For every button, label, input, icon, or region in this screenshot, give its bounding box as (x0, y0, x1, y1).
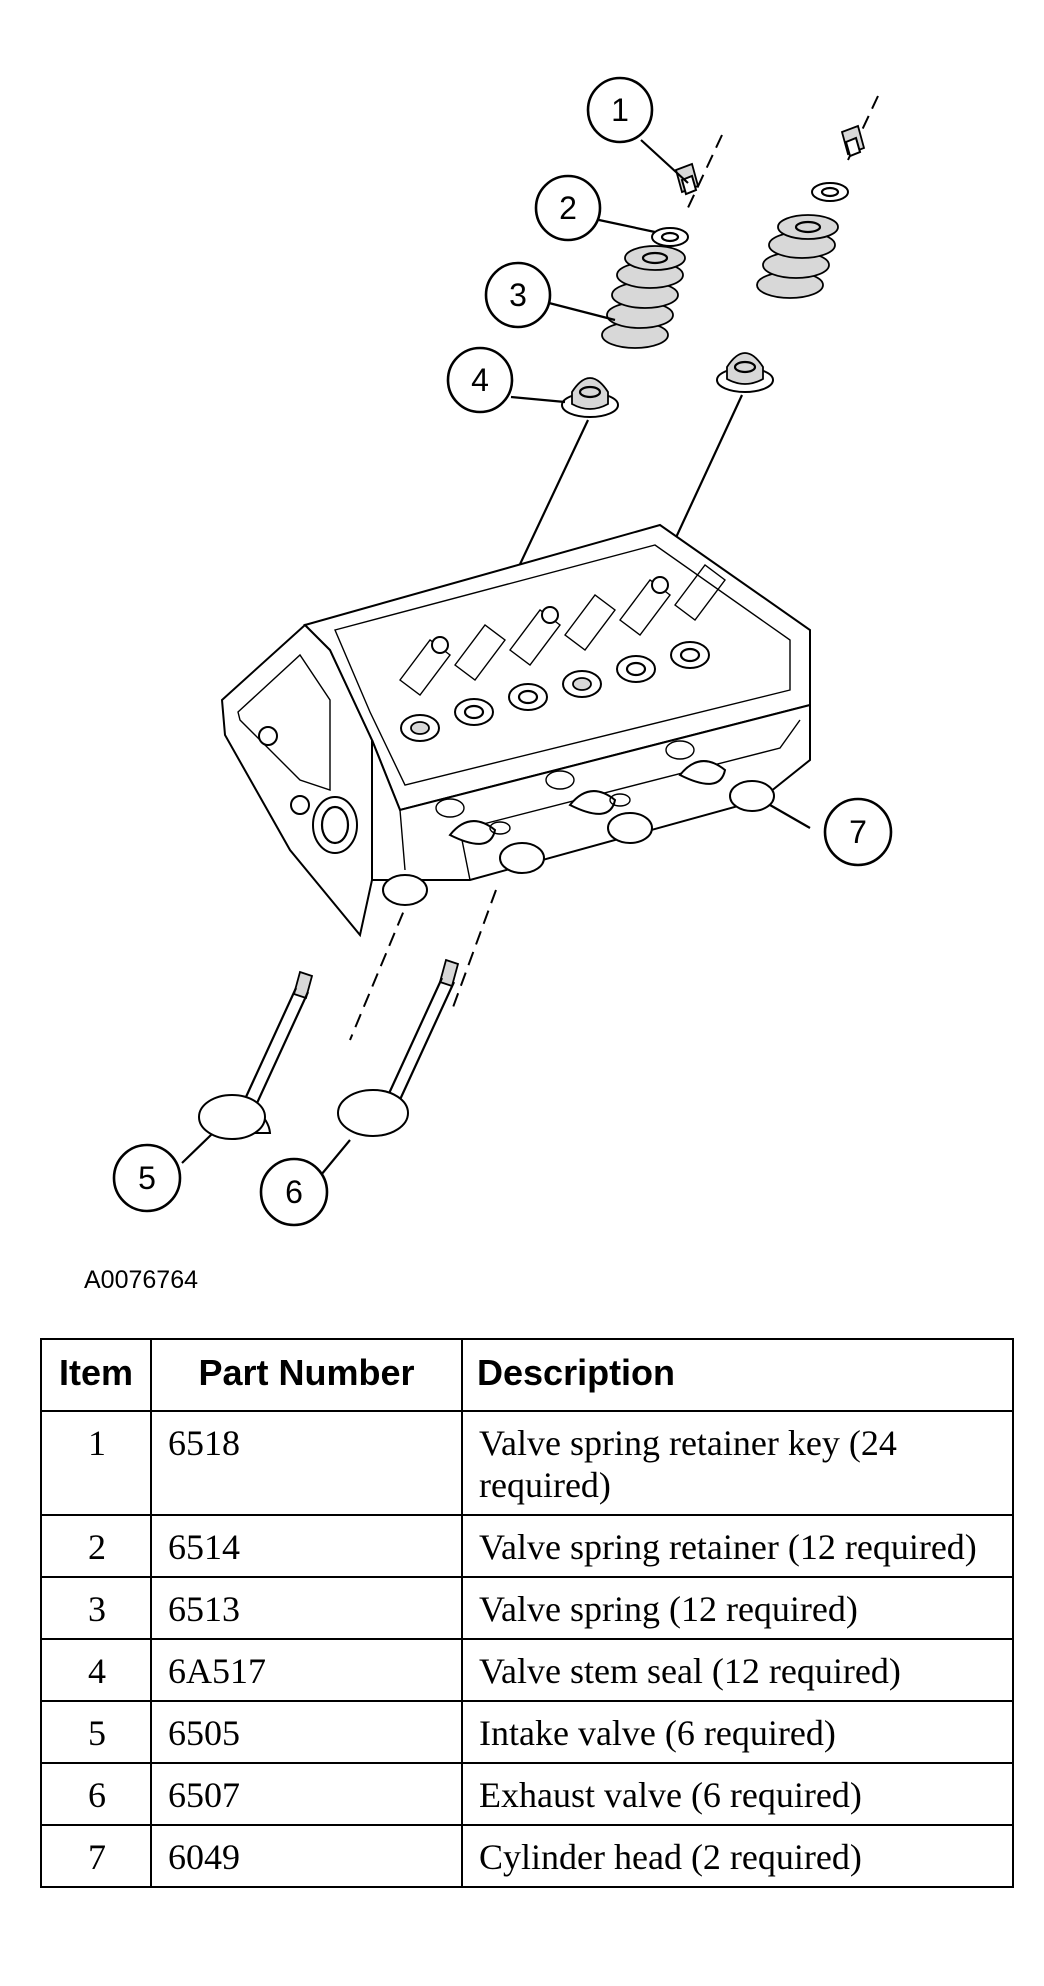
table-row: 4 6A517 Valve stem seal (12 required) (40, 1638, 1014, 1702)
table-row: 3 6513 Valve spring (12 required) (40, 1576, 1014, 1640)
row-description: Cylinder head (2 required) (461, 1824, 1014, 1888)
exploded-view-diagram: 1 2 3 4 5 6 7 (112, 76, 893, 1227)
row-description: Valve spring (12 required) (461, 1576, 1014, 1640)
right-valve-spring (756, 214, 839, 299)
callout-6: 6 (259, 1157, 329, 1227)
valve-pockets (400, 641, 710, 742)
callout-3: 3 (484, 261, 552, 329)
intake-valve (198, 970, 314, 1140)
row-item: 4 (40, 1638, 152, 1702)
row-item: 5 (40, 1700, 152, 1764)
row-part-number: 6518 (150, 1410, 463, 1516)
left-valve-seal (561, 377, 619, 418)
callout-1: 1 (586, 76, 654, 144)
exhaust-valve (337, 958, 460, 1137)
header-part-number: Part Number (150, 1338, 463, 1412)
row-part-number: 6513 (150, 1576, 463, 1640)
callout-5: 5 (112, 1143, 182, 1213)
table-header-row: Item Part Number Description (40, 1338, 1014, 1412)
callout-2-label: 2 (559, 190, 577, 226)
callout-1-label: 1 (611, 92, 629, 128)
row-item: 2 (40, 1514, 152, 1578)
callout-2: 2 (534, 174, 602, 242)
row-item: 1 (40, 1410, 152, 1516)
callout-5-label: 5 (138, 1160, 156, 1196)
callout-7-label: 7 (849, 814, 867, 850)
callout-leader-lines (181, 139, 811, 1176)
header-description: Description (461, 1338, 1014, 1412)
table-row: 6 6507 Exhaust valve (6 required) (40, 1762, 1014, 1826)
table-row: 7 6049 Cylinder head (2 required) (40, 1824, 1014, 1888)
callout-3-label: 3 (509, 277, 527, 313)
callout-6-label: 6 (285, 1174, 303, 1210)
row-description: Exhaust valve (6 required) (461, 1762, 1014, 1826)
rocker-pedestals (399, 564, 726, 696)
row-part-number: 6514 (150, 1514, 463, 1578)
row-part-number: 6507 (150, 1762, 463, 1826)
row-item: 3 (40, 1576, 152, 1640)
callout-4: 4 (446, 346, 514, 414)
row-item: 6 (40, 1762, 152, 1826)
figure-id: A0076764 (84, 1266, 199, 1294)
row-item: 7 (40, 1824, 152, 1888)
row-description: Valve spring retainer key (24 required) (461, 1410, 1014, 1516)
row-description: Valve stem seal (12 required) (461, 1638, 1014, 1702)
row-description: Intake valve (6 required) (461, 1700, 1014, 1764)
row-part-number: 6049 (150, 1824, 463, 1888)
left-valve-spring (601, 245, 686, 349)
table-row: 2 6514 Valve spring retainer (12 require… (40, 1514, 1014, 1578)
row-part-number: 6505 (150, 1700, 463, 1764)
right-valve-seal (716, 352, 774, 393)
table-row: 1 6518 Valve spring retainer key (24 req… (40, 1410, 1014, 1516)
left-valve-stack (455, 162, 700, 701)
parts-table: Item Part Number Description 1 6518 Valv… (40, 1338, 1014, 1888)
row-description: Valve spring retainer (12 required) (461, 1514, 1014, 1578)
table-row: 5 6505 Intake valve (6 required) (40, 1700, 1014, 1764)
row-part-number: 6A517 (150, 1638, 463, 1702)
callout-4-label: 4 (471, 362, 489, 398)
right-valve-stack (609, 124, 866, 681)
cylinder-head (220, 523, 811, 938)
callout-7: 7 (823, 797, 893, 867)
header-item: Item (40, 1338, 152, 1412)
